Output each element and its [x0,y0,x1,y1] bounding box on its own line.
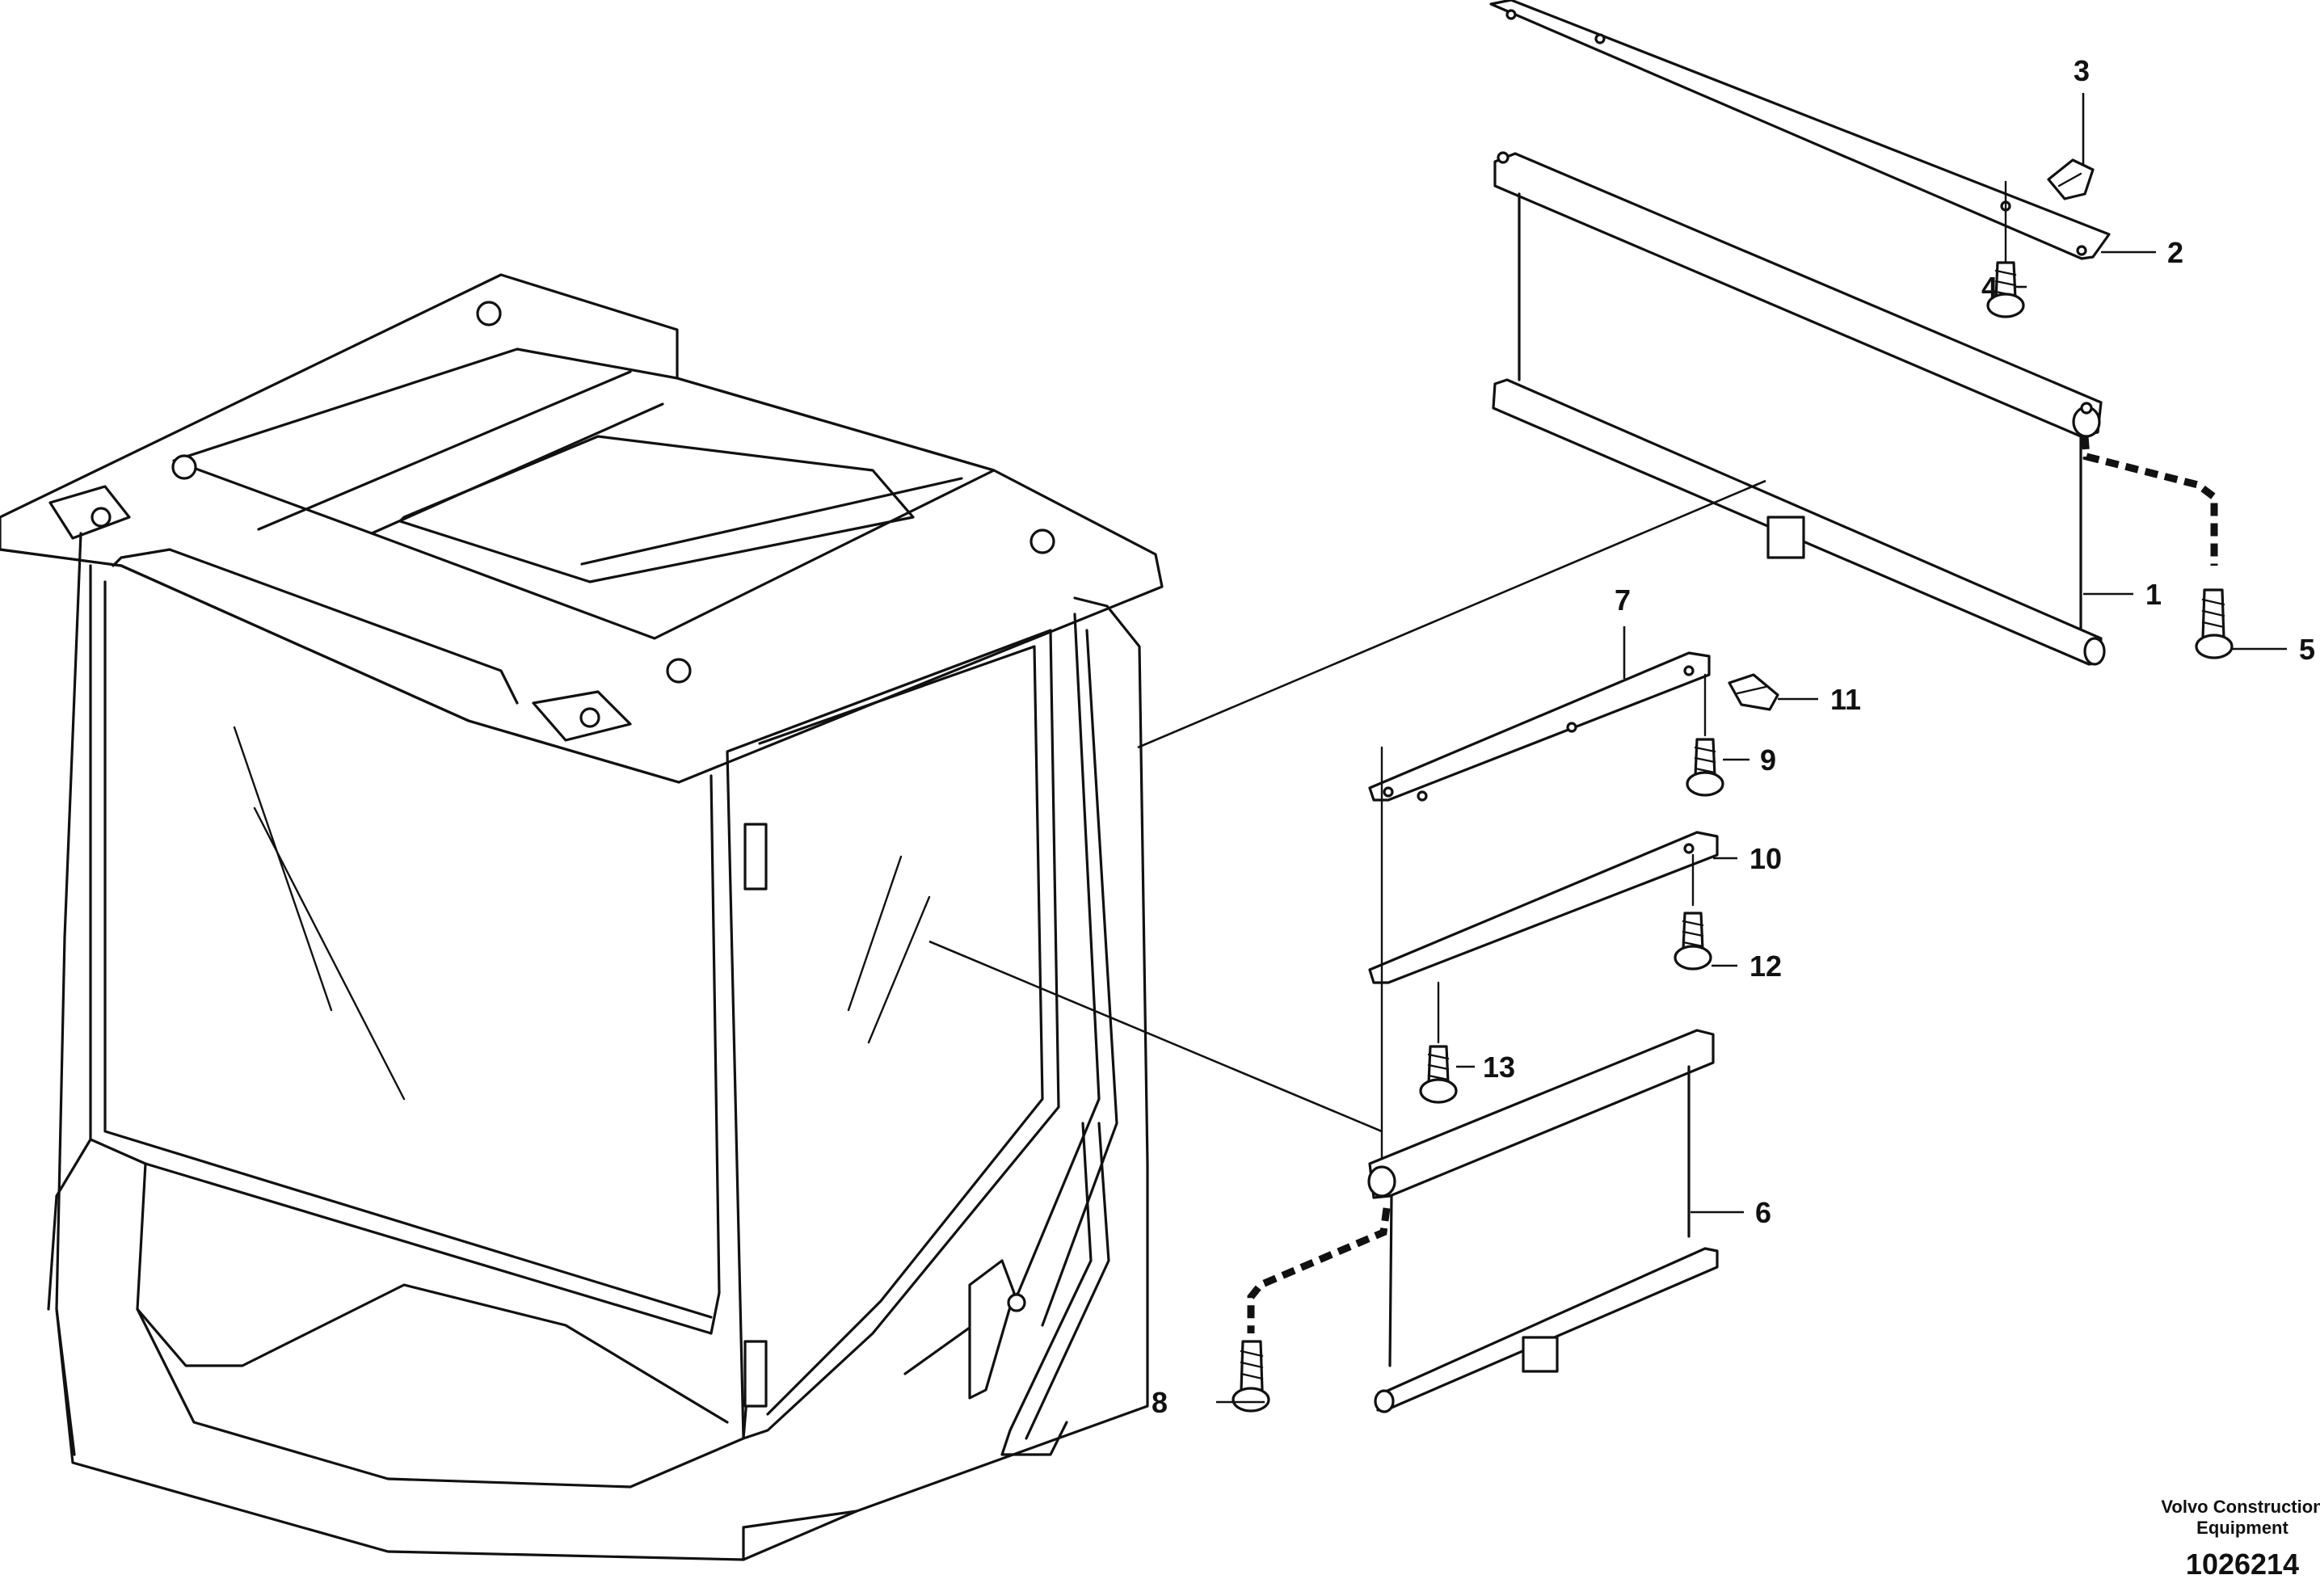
part-10-bracket [1368,831,1719,984]
callout-11: 11 [1830,683,1861,716]
roof-bolt [171,454,197,480]
callout-7: 7 [1615,583,1631,617]
roof-bolt [476,301,502,326]
part-6-roller-blind [1368,1029,1715,1199]
cab-door [726,629,1060,1440]
part-1-roller-tube [1493,152,2103,438]
upper-sunblind-assembly [1489,0,2234,666]
footer-block: Volvo Construction Equipment 1026214 [2161,1497,2320,1581]
callout-12: 12 [1749,950,1782,983]
callout-2: 2 [2167,236,2183,269]
callout-leaders [1216,93,2287,1404]
part-11-clip [1728,673,1779,711]
callout-labels: 1 2 3 4 5 6 7 8 9 10 11 12 13 [1152,54,2315,1419]
brand-line-1: Volvo Construction [2161,1497,2320,1517]
callout-4: 4 [1981,271,1998,304]
callout-10: 10 [1749,842,1782,875]
drawing-number: 1026214 [2186,1548,2299,1581]
lower-sunblind-assembly [1232,651,1779,1413]
callout-13: 13 [1483,1051,1515,1084]
part-2-bracket [1489,0,2111,260]
cab-illustration [0,273,1164,1561]
callout-6: 6 [1755,1196,1771,1229]
install-line-lower [928,940,1383,1133]
callout-8: 8 [1152,1386,1168,1419]
roof-bolt [1029,528,1055,554]
brand-line-2: Equipment [2196,1518,2288,1538]
door-handle [968,1259,1016,1400]
callout-9: 9 [1760,743,1776,777]
callout-5: 5 [2299,633,2315,666]
roof-bolt [666,658,692,684]
install-line-upper [1137,479,1766,749]
callout-3: 3 [2074,54,2090,87]
part-7-bracket [1368,651,1711,802]
cab-body [55,532,1149,1561]
callout-1: 1 [2145,578,2162,611]
